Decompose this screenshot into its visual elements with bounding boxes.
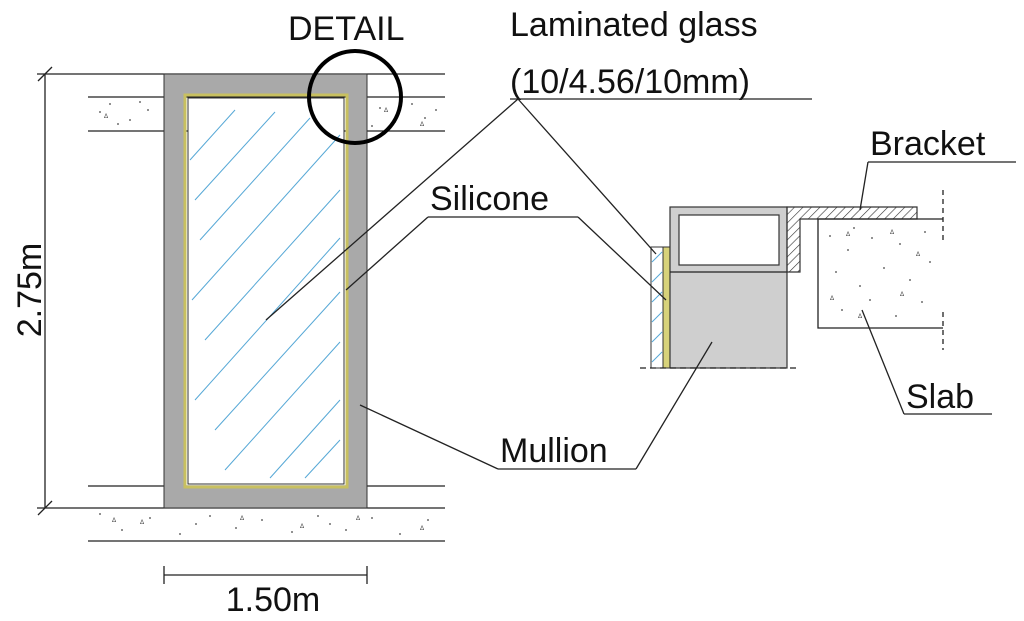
width-dimension-label: 1.50m [226, 581, 321, 619]
detail-label-group: DETAIL [288, 10, 405, 48]
silicone-bead [183, 93, 349, 489]
glass-label-line2: (10/4.56/10mm) [510, 63, 750, 101]
glass-label-group: Laminated glass (10/4.56/10mm) [265, 6, 812, 321]
bracket-section [786, 206, 918, 273]
svg-text:Δ: Δ [420, 525, 425, 532]
facade-elevation: Δ Δ Δ Δ Δ Δ Δ Δ Δ [88, 49, 445, 542]
silicone-label-group: Silicone [345, 180, 667, 301]
slab-label-group: Slab [861, 309, 992, 416]
svg-text:Δ: Δ [140, 519, 145, 526]
glass-label-line1: Laminated glass [510, 6, 758, 44]
section-detail: Δ Δ Δ Δ Δ Δ [640, 190, 944, 369]
svg-text:Δ: Δ [420, 121, 425, 128]
slab-label: Slab [906, 378, 974, 416]
glass-pane [187, 97, 345, 485]
svg-text:Δ: Δ [384, 107, 389, 114]
mullion-label-group: Mullion [359, 341, 713, 470]
svg-text:Δ: Δ [858, 313, 863, 320]
mullion-hollow [678, 214, 780, 266]
width-dimension: 1.50m [163, 566, 368, 619]
slab-section: Δ Δ Δ Δ Δ Δ [817, 190, 944, 350]
bracket-label: Bracket [870, 125, 986, 163]
svg-text:Δ: Δ [356, 515, 361, 522]
svg-text:Δ: Δ [830, 295, 835, 302]
svg-text:Δ: Δ [112, 517, 117, 524]
glass-hatch [189, 109, 341, 479]
section-glass [650, 246, 664, 369]
detail-label: DETAIL [288, 10, 405, 48]
svg-text:Δ: Δ [890, 229, 895, 236]
svg-text:Δ: Δ [900, 291, 905, 298]
silicone-label: Silicone [430, 180, 549, 218]
svg-text:Δ: Δ [240, 515, 245, 522]
mullion-label: Mullion [500, 432, 608, 470]
svg-text:Δ: Δ [916, 251, 921, 258]
svg-text:Δ: Δ [300, 523, 305, 530]
section-silicone [662, 246, 671, 369]
bracket-label-group: Bracket [859, 125, 1016, 211]
svg-text:Δ: Δ [846, 231, 851, 238]
height-dimension: 2.75m [11, 66, 88, 516]
detail-callout-circle [307, 49, 403, 145]
height-dimension-label: 2.75m [11, 243, 49, 338]
svg-text:Δ: Δ [104, 113, 109, 120]
